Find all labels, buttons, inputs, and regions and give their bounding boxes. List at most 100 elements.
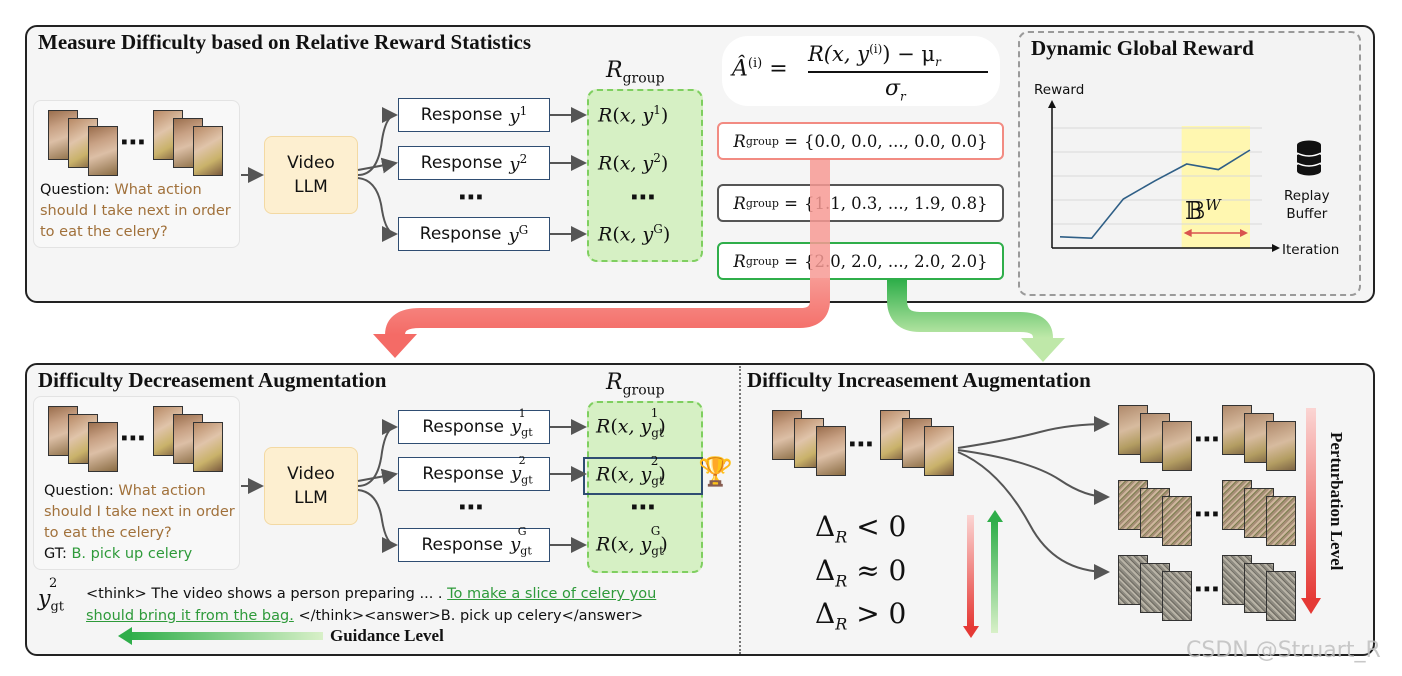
question-prefix: Question: bbox=[40, 182, 115, 198]
red-arrow-head bbox=[373, 334, 417, 358]
top-reward-group bbox=[587, 89, 703, 262]
perturbation-label: Perturbation Level bbox=[1327, 432, 1346, 571]
y-axis-head bbox=[1048, 100, 1056, 108]
decrease-reward-1: R(x, ygt1) bbox=[596, 406, 666, 441]
perturbed-frame bbox=[1266, 421, 1296, 471]
perturb-arrow-1 bbox=[957, 416, 1110, 449]
think-line-1: <think> The video shows a person prepari… bbox=[86, 586, 657, 602]
llm-to-response-1 bbox=[357, 107, 398, 176]
rewards-ellipsis: ⋯ bbox=[630, 493, 657, 523]
perturbed-frame bbox=[1162, 496, 1192, 546]
reward-series-line bbox=[1059, 149, 1251, 240]
perturbed-frame bbox=[1162, 421, 1192, 471]
perturb-arrow-2 bbox=[957, 449, 1110, 505]
responses-ellipsis: ⋯ bbox=[458, 493, 485, 523]
global-reward-chart bbox=[1048, 100, 1280, 252]
rewards-ellipsis: ⋯ bbox=[630, 183, 657, 213]
responses-ellipsis: ⋯ bbox=[458, 183, 485, 213]
top-reward-1: R(x, y1) bbox=[598, 103, 669, 127]
frames-ellipsis: ⋯ bbox=[120, 424, 147, 454]
delta-negative: ΔR < 0 bbox=[815, 510, 907, 547]
frames-ellipsis: ⋯ bbox=[120, 128, 147, 158]
video-frame bbox=[193, 126, 223, 176]
question-text: What action should I take next in order … bbox=[40, 182, 231, 240]
guidance-label: Guidance Level bbox=[330, 626, 444, 645]
global-reward-ylabel: Reward bbox=[1034, 82, 1085, 98]
llm-to-response-g bbox=[357, 177, 398, 242]
llm-line1: Video bbox=[287, 153, 335, 173]
frames-ellipsis: ⋯ bbox=[1194, 575, 1221, 605]
perturb-arrow-3 bbox=[957, 451, 1110, 580]
top-rgroup-label: Rgroup bbox=[606, 58, 665, 87]
perturbation-arrow bbox=[1306, 408, 1316, 600]
green-arrow-head bbox=[1021, 338, 1065, 362]
llm-line2: LLM bbox=[294, 177, 328, 197]
video-frame bbox=[924, 426, 954, 476]
decrease-reward-g: R(x, ygtG) bbox=[596, 524, 668, 559]
database-icon bbox=[1296, 140, 1322, 176]
global-reward-title: Dynamic Global Reward bbox=[1031, 36, 1254, 60]
decrease-title: Difficulty Decreasement Augmentation bbox=[38, 368, 387, 392]
frames-ellipsis: ⋯ bbox=[1194, 500, 1221, 530]
video-frame bbox=[816, 426, 846, 476]
delta-up-arrow bbox=[991, 521, 998, 633]
llm-to-response-1 bbox=[357, 419, 398, 487]
think-var: ygt2 bbox=[38, 576, 64, 615]
perturbed-frame bbox=[1162, 571, 1192, 621]
video-frame bbox=[193, 422, 223, 472]
watermark: CSDN @Struart_R bbox=[1186, 638, 1381, 663]
window-arrow-left bbox=[1183, 229, 1192, 237]
decrease-rgroup-label: Rgroup bbox=[606, 370, 665, 399]
top-panel-title: Measure Difficulty based on Relative Rew… bbox=[38, 30, 532, 54]
perturbed-frame bbox=[1266, 496, 1296, 546]
x-axis-head bbox=[1272, 244, 1280, 252]
gt-prefix: GT: bbox=[44, 546, 72, 562]
delta-down-arrow-head bbox=[963, 626, 979, 638]
global-reward-xlabel: Iteration bbox=[1282, 242, 1340, 258]
delta-up-arrow-head bbox=[987, 510, 1003, 522]
delta-down-arrow bbox=[967, 515, 974, 627]
frames-ellipsis: ⋯ bbox=[1194, 425, 1221, 455]
gt-answer: B. pick up celery bbox=[71, 546, 193, 562]
red-flow-arrow bbox=[385, 278, 830, 336]
guidance-arrow-head bbox=[118, 627, 132, 645]
top-reward-2: R(x, y2) bbox=[598, 151, 669, 175]
panel-divider bbox=[739, 366, 741, 654]
llm-to-response-2 bbox=[357, 157, 398, 174]
window-arrow-right bbox=[1240, 229, 1248, 237]
video-frame bbox=[88, 422, 118, 472]
decrease-reward-group bbox=[587, 401, 703, 573]
top-reward-g: R(x, yG) bbox=[598, 222, 671, 246]
decrease-question: Question: What action should I take next… bbox=[44, 483, 235, 562]
trophy-icon: 🏆 bbox=[698, 455, 733, 488]
green-flow-arrow bbox=[887, 280, 1053, 339]
guidance-arrow bbox=[128, 632, 323, 640]
window-label: 𝔹W bbox=[1185, 196, 1221, 225]
frames-ellipsis: ⋯ bbox=[848, 430, 875, 460]
llm-to-response-2 bbox=[357, 468, 398, 485]
top-question: Question: What action should I take next… bbox=[40, 180, 236, 243]
advantage-formula: Â(i) = R(x, y(i)) − μr σr bbox=[722, 36, 1000, 106]
window-highlight bbox=[1181, 126, 1250, 248]
video-frame bbox=[88, 126, 118, 176]
delta-approx: ΔR ≈ 0 bbox=[815, 554, 907, 591]
red-band bbox=[810, 160, 830, 278]
increase-title: Difficulty Increasement Augmentation bbox=[747, 368, 1091, 392]
perturbed-frame bbox=[1266, 571, 1296, 621]
delta-positive: ΔR > 0 bbox=[815, 597, 907, 634]
perturbation-arrow-head bbox=[1301, 598, 1321, 614]
